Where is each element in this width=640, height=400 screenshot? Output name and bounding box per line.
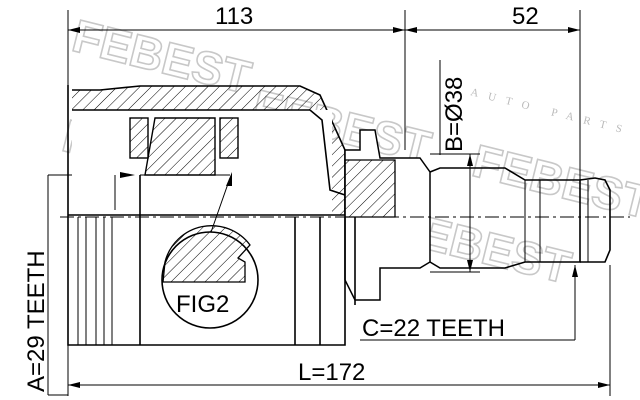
watermark-brand: FEBEST [468,134,640,228]
dim-outer-teeth: C=22 TEETH [362,315,505,342]
dimension-lines [47,27,610,395]
fig2-label: FIG2 [176,291,229,318]
dim-inner-teeth: A=29 TEETH [23,250,50,392]
dim-diameter: B=Ø38 [441,77,468,152]
dim-total-length: L=172 [298,359,365,386]
output-shaft [429,167,611,269]
dim-113: 113 [215,3,253,30]
joint-housing [67,85,431,346]
watermark-tagline: AUTO PARTS [469,86,633,138]
fig2-detail: FIG2 [161,172,259,329]
dim-52: 52 [512,3,539,30]
